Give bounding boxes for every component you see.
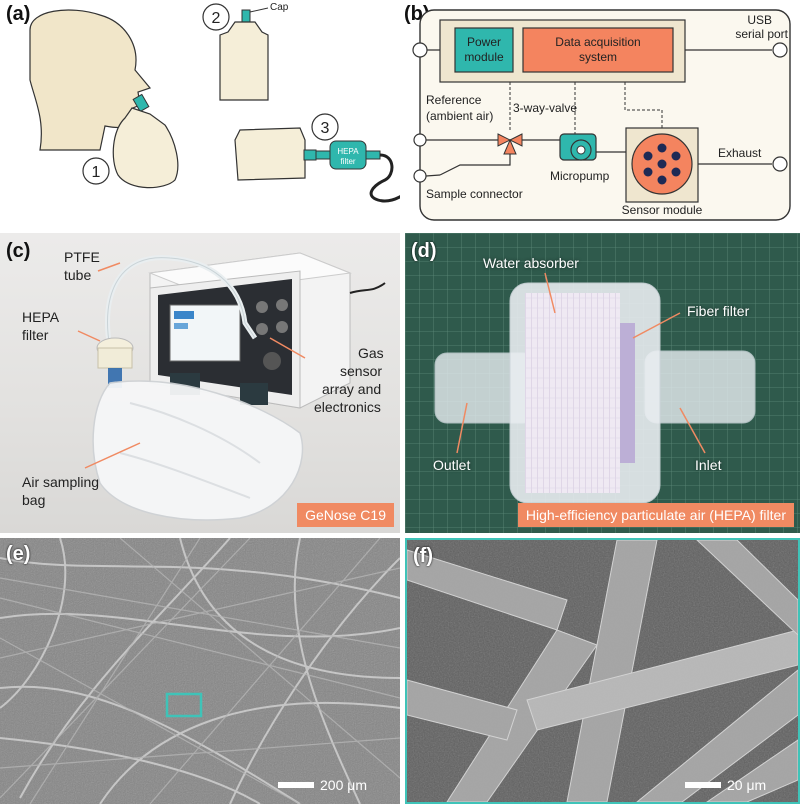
hepa-small-text1: HEPA <box>337 147 359 156</box>
svg-text:3-way-valve: 3-way-valve <box>513 101 577 115</box>
svg-text:Power: Power <box>467 35 501 49</box>
zoom-region-box <box>165 692 203 718</box>
svg-text:Micropump: Micropump <box>550 169 610 183</box>
panel-f-sem <box>407 540 798 802</box>
scale-label-e: 200 μm <box>320 777 367 793</box>
bag-label-2: bag <box>22 492 46 508</box>
svg-text:Data acquisition: Data acquisition <box>555 35 640 49</box>
panel-a-label: (a) <box>6 3 31 25</box>
gas-label-1: Gas <box>358 345 384 361</box>
cap-label: Cap <box>270 2 289 13</box>
panel-f: (f) 20 μm <box>405 538 800 804</box>
hepa-label-1: HEPA <box>22 309 60 325</box>
bag-2 <box>219 21 269 101</box>
device-screen <box>169 304 241 362</box>
svg-text:system: system <box>579 50 617 64</box>
tube-coil <box>369 153 400 203</box>
panel-b: (b) Power module Data acquisition system… <box>400 0 800 228</box>
panel-e-label: (e) <box>6 543 31 565</box>
scale-bar-e <box>278 782 314 788</box>
hepa-small-text2: filter <box>340 157 355 166</box>
step-3-text: 3 <box>321 120 330 137</box>
step-1-circle <box>82 157 110 185</box>
step-3-circle <box>311 113 339 141</box>
svg-text:(ambient air): (ambient air) <box>426 109 493 123</box>
panel-e-sem <box>0 538 400 804</box>
micropump-icon <box>559 133 597 161</box>
water-absorber-label: Water absorber <box>483 255 579 271</box>
step-1-text: 1 <box>92 164 101 181</box>
bag-1 <box>112 107 179 189</box>
panel-f-label: (f) <box>413 545 433 567</box>
power-module-box <box>454 27 514 73</box>
scale-bar-f <box>685 782 721 788</box>
sampling-bag <box>92 380 304 521</box>
panel-d-banner: High-efficiency particulate air (HEPA) f… <box>517 503 794 527</box>
panel-a: (a) 1 2 Cap 3 HEPA filter <box>0 0 400 228</box>
step-2-text: 2 <box>212 10 221 27</box>
svg-text:Sample connector: Sample connector <box>426 187 523 201</box>
panel-b-diagram: Power module Data acquisition system USB… <box>412 9 791 221</box>
outlet-label: Outlet <box>433 457 471 473</box>
gas-label-4: electronics <box>314 399 381 415</box>
step-2-circle <box>202 3 230 31</box>
svg-text:USB: USB <box>747 13 772 27</box>
panel-c: (c) PTFE tube HEPA filter Gas sensor arr… <box>0 233 400 533</box>
panel-e: (e) 200 μm <box>0 538 400 804</box>
inlet-label: Inlet <box>695 457 722 473</box>
svg-text:Exhaust: Exhaust <box>718 146 762 160</box>
svg-text:Sensor module: Sensor module <box>622 203 703 217</box>
bag-3 <box>234 127 306 181</box>
svg-text:serial port: serial port <box>735 27 788 41</box>
ptfe-label-1: PTFE <box>64 249 100 265</box>
hepa-label-2: filter <box>22 327 49 343</box>
scale-label-f: 20 μm <box>727 777 767 793</box>
panel-a-illustration: 1 2 Cap 3 HEPA filter <box>29 2 400 203</box>
gas-label-2: sensor <box>340 363 383 379</box>
panel-c-label: (c) <box>6 240 31 262</box>
daq-box <box>522 27 674 73</box>
cap-2 <box>241 9 251 23</box>
panel-c-photo <box>77 252 386 521</box>
mouthpiece <box>132 93 150 113</box>
panel-c-banner: GeNose C19 <box>297 503 394 527</box>
svg-text:module: module <box>464 50 504 64</box>
panel-d-label: (d) <box>411 240 437 262</box>
gas-label-3: array and <box>322 381 382 397</box>
svg-text:Reference: Reference <box>426 93 482 107</box>
ptfe-label-2: tube <box>64 267 92 283</box>
fiber-filter-label: Fiber filter <box>687 303 750 319</box>
bag-label-1: Air sampling <box>22 474 100 490</box>
panel-d: (d) Water absorber Fiber filter Outlet I… <box>405 233 800 533</box>
water-absorber <box>525 293 620 493</box>
panel-d-photo <box>405 233 800 533</box>
